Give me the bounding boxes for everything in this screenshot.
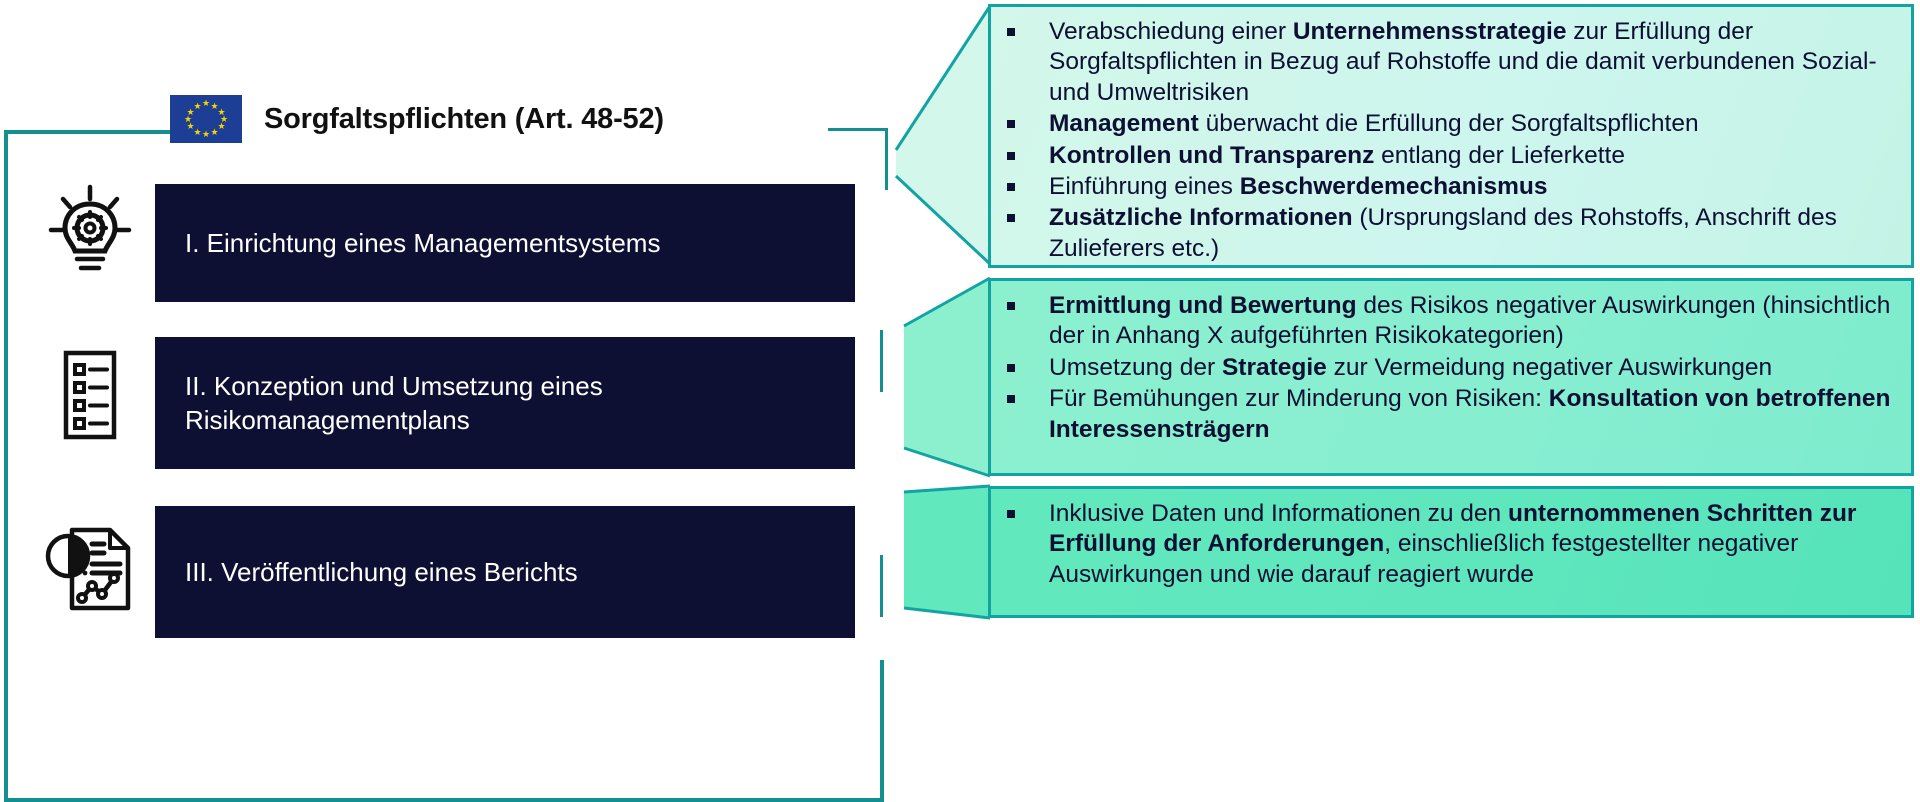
header-title-row: ★ ★ ★ ★ ★ ★ ★ ★ ★ ★ ★ ★ Sorgfaltspflicht…: [170, 95, 664, 143]
step-box-3: III. Veröffentlichung eines Berichts: [155, 506, 855, 638]
callout-list-3: Inklusive Daten und Informationen zu den…: [999, 499, 1895, 590]
callout-pointer-3: [903, 484, 991, 620]
step-box-2: II. Konzeption und Umsetzung eines Risik…: [155, 337, 855, 469]
bracket-bottom-line: [4, 798, 884, 802]
step-label-1: I. Einrichtung eines Managementsystems: [185, 227, 661, 258]
callout-bullet: Kontrollen und Transparenz entlang der L…: [999, 141, 1895, 171]
callout-bullet: Einführung eines Beschwerdemechanismus: [999, 172, 1895, 202]
callout-box-2: Ermittlung und Bewertung des Risikos neg…: [988, 278, 1914, 476]
title-connector-drop: [885, 128, 888, 190]
callout-2-right-notch: [1886, 278, 1920, 478]
lightbulb-gear-icon: [40, 176, 140, 286]
callout-connector-drop-2: [880, 555, 883, 617]
step-box-1: I. Einrichtung eines Managementsystems: [155, 184, 855, 302]
callout-bullet: Ermittlung und Bewertung des Risikos neg…: [999, 291, 1895, 352]
callout-list-1: Verabschiedung einer Unternehmensstrateg…: [999, 17, 1895, 264]
step-label-3: III. Veröffentlichung eines Berichts: [185, 556, 578, 587]
callout-box-3: Inklusive Daten und Informationen zu den…: [988, 486, 1914, 618]
callout-bullet: Umsetzung der Strategie zur Vermeidung n…: [999, 353, 1895, 383]
callout-pointer-1: [894, 5, 992, 266]
bracket-bottom-riser-line: [880, 660, 884, 802]
callout-bullet: Zusätzliche Informationen (Ursprungsland…: [999, 203, 1895, 264]
step-label-2: II. Konzeption und Umsetzung eines Risik…: [185, 370, 603, 435]
title-connector-line: [828, 128, 888, 131]
callout-pointer-2: [903, 276, 991, 478]
callout-list-2: Ermittlung und Bewertung des Risikos neg…: [999, 291, 1895, 445]
callout-bullet: Inklusive Daten und Informationen zu den…: [999, 499, 1895, 590]
callout-bullet: Für Bemühungen zur Minderung von Risiken…: [999, 384, 1895, 445]
report-chart-document-icon: [40, 513, 140, 623]
callout-connector-drop-1: [880, 330, 883, 392]
callout-bullet: Management überwacht die Erfüllung der S…: [999, 109, 1895, 139]
bracket-left-line: [4, 130, 8, 802]
callout-box-1: Verabschiedung einer Unternehmensstrateg…: [988, 4, 1914, 268]
checklist-icon: [40, 340, 140, 450]
eu-flag-icon: ★ ★ ★ ★ ★ ★ ★ ★ ★ ★ ★ ★: [170, 95, 242, 143]
page-title: Sorgfaltspflichten (Art. 48-52): [264, 102, 664, 135]
bracket-top-line: [4, 130, 184, 134]
callout-bullet: Verabschiedung einer Unternehmensstrateg…: [999, 17, 1895, 108]
